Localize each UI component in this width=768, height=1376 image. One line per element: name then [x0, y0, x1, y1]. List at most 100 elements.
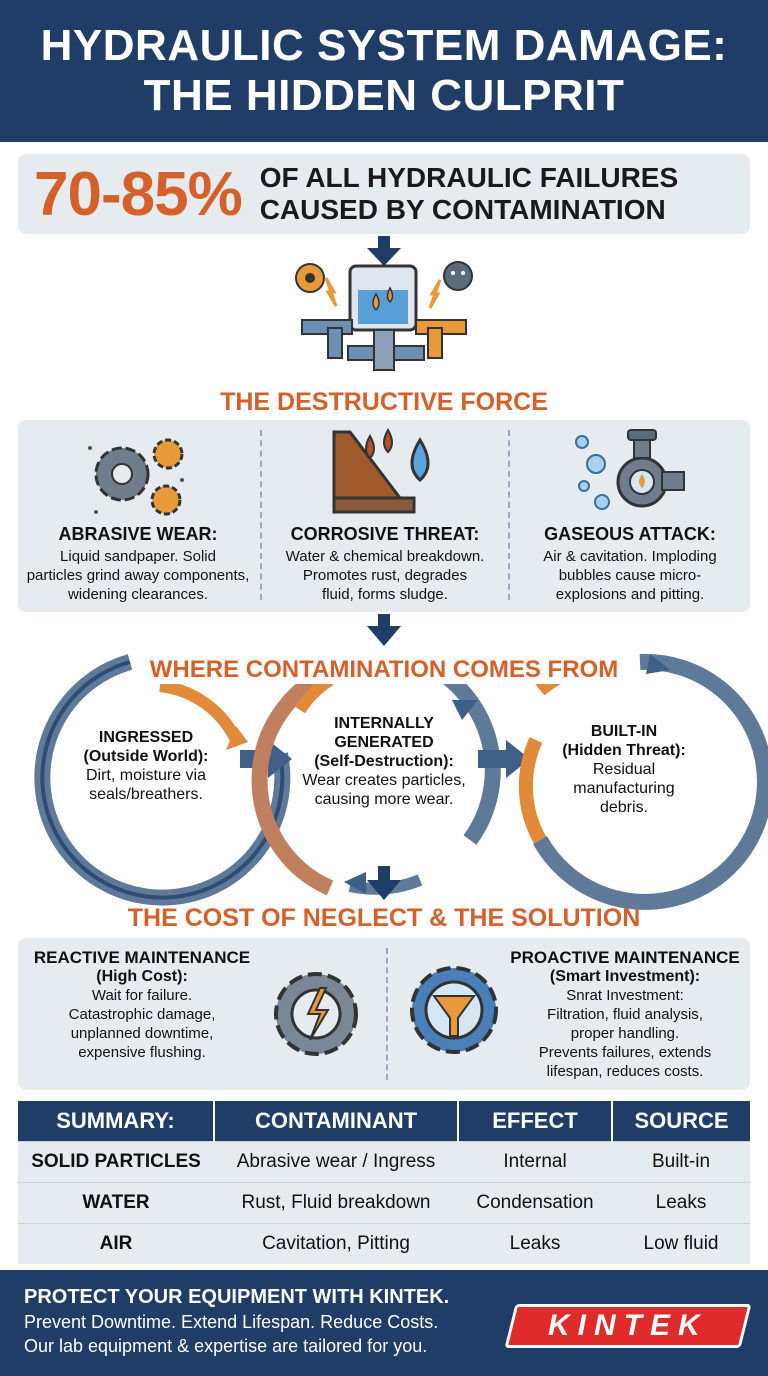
- destructive-panel: ABRASIVE WEAR: Liquid sandpaper. Solid p…: [18, 420, 750, 612]
- corrosive-threat-card: CORROSIVE THREAT: Water & chemical break…: [262, 420, 508, 610]
- divider: [508, 430, 510, 600]
- force-desc: Water & chemical breakdown. Promotes rus…: [262, 547, 508, 604]
- contamination-cycle-diagram: [34, 653, 768, 910]
- rusty-metal-icon: [332, 427, 430, 514]
- ingressed-text: INGRESSED (Outside World): Dirt, moistur…: [66, 728, 226, 804]
- table-cell: Abrasive wear / Ingress: [214, 1140, 458, 1182]
- cycle-line: debris.: [599, 799, 649, 816]
- footer-tagline: Prevent Downtime. Extend Lifespan. Reduc…: [24, 1312, 439, 1332]
- cycle-subheading: (Hidden Threat):: [562, 742, 686, 759]
- cycle-line: seals/breathers.: [89, 786, 203, 803]
- destructive-title: THE DESTRUCTIVE FORCE: [220, 388, 548, 416]
- gaseous-attack-card: GASEOUS ATTACK: Air & cavitation. Implod…: [510, 420, 750, 610]
- table-cell: Internal: [458, 1140, 612, 1182]
- force-desc: Liquid sandpaper. Solid particles grind …: [18, 547, 258, 604]
- stat-banner: 70-85% OF ALL HYDRAULIC FAILURES CAUSED …: [18, 154, 750, 234]
- cost-panel: REACTIVE MAINTENANCE (High Cost): Wait f…: [18, 938, 750, 1090]
- force-desc-line: bubbles cause micro-: [558, 567, 702, 584]
- proactive-line: proper handling.: [570, 1025, 680, 1042]
- cycle-heading: GENERATED: [334, 734, 434, 751]
- reactive-subheading: (High Cost):: [96, 968, 188, 985]
- table-header: SOURCE: [612, 1101, 750, 1141]
- stat-line2: CAUSED BY CONTAMINATION: [259, 194, 666, 225]
- page-header: HYDRAULIC SYSTEM DAMAGE: THE HIDDEN CULP…: [0, 0, 768, 142]
- proactive-line: lifespan, reduces costs.: [546, 1063, 704, 1080]
- sources-title: WHERE CONTAMINATION COMES FROM: [140, 656, 628, 684]
- summary-table: SUMMARY: CONTAMINANT EFFECT SOURCE SOLID…: [18, 1101, 750, 1264]
- cycle-line: manufacturing: [573, 780, 675, 797]
- table-cell: WATER: [18, 1181, 214, 1223]
- force-desc-line: Air & cavitation. Imploding: [543, 548, 717, 565]
- table-cell: Rust, Fluid breakdown: [214, 1181, 458, 1223]
- force-desc-line: widening clearances.: [67, 586, 209, 603]
- table-cell: Condensation: [458, 1181, 612, 1223]
- arrow-down-icon: [367, 614, 401, 646]
- arrow-down-icon: [367, 866, 401, 900]
- proactive-line: Prevents failures, extends: [538, 1044, 712, 1061]
- table-row: SOLID PARTICLES Abrasive wear / Ingress …: [18, 1140, 750, 1182]
- stat-percent: 70-85%: [34, 159, 243, 229]
- force-desc-line: fluid, forms sludge.: [322, 586, 448, 603]
- stat-text: OF ALL HYDRAULIC FAILURES CAUSED BY CONT…: [260, 162, 678, 226]
- reactive-line: unplanned downtime,: [70, 1025, 214, 1042]
- cycle-line: Dirt, moisture via: [85, 767, 207, 784]
- built-in-text: BUILT-IN (Hidden Threat): Residual manuf…: [546, 722, 702, 817]
- stat-line1: OF ALL HYDRAULIC FAILURES: [259, 162, 679, 193]
- reactive-line: expensive flushing.: [78, 1044, 206, 1061]
- table-header: SUMMARY:: [18, 1101, 215, 1141]
- footer: PROTECT YOUR EQUIPMENT WITH KINTEK. Prev…: [0, 1270, 768, 1376]
- table-cell: Low fluid: [612, 1222, 750, 1264]
- bubbles-pump-icon: [575, 429, 685, 510]
- kintek-logo[interactable]: KINTEK: [504, 1304, 752, 1348]
- cycle-subheading: (Self-Destruction):: [314, 753, 454, 770]
- force-desc-line: explosions and pitting.: [555, 586, 705, 603]
- table-cell: SOLID PARTICLES: [18, 1140, 214, 1182]
- force-desc-line: Water & chemical breakdown.: [285, 548, 485, 565]
- broken-gear-icon: [274, 972, 358, 1056]
- divider: [260, 430, 262, 600]
- table-row: AIR Cavitation, Pitting Leaks Low fluid: [18, 1222, 750, 1264]
- reactive-maintenance: REACTIVE MAINTENANCE (High Cost): Wait f…: [22, 948, 262, 1062]
- page-title-line2: THE HIDDEN CULPRIT: [143, 71, 625, 120]
- table-row: WATER Rust, Fluid breakdown Condensation…: [18, 1181, 750, 1223]
- cycle-heading: INTERNALLY: [334, 715, 434, 732]
- force-title: ABRASIVE WEAR:: [58, 524, 218, 544]
- cycle-line: Residual: [592, 761, 656, 778]
- force-desc-line: Promotes rust, degrades: [302, 567, 468, 584]
- table-cell: Leaks: [612, 1181, 750, 1223]
- force-title: GASEOUS ATTACK:: [544, 524, 716, 544]
- cycle-heading: BUILT-IN: [590, 723, 658, 740]
- arrow-down-icon: [367, 236, 401, 266]
- cost-title: THE COST OF NEGLECT & THE SOLUTION: [127, 904, 641, 932]
- reactive-line: Catastrophic damage,: [68, 1006, 216, 1023]
- internally-generated-text: INTERNALLY GENERATED (Self-Destruction):…: [296, 714, 472, 809]
- table-header: CONTAMINANT: [214, 1101, 459, 1141]
- table-cell: AIR: [18, 1222, 214, 1264]
- table-cell: Leaks: [458, 1222, 612, 1264]
- gears-icon: [88, 438, 184, 516]
- table-cell: Built-in: [612, 1140, 750, 1182]
- proactive-maintenance: PROACTIVE MAINTENANCE (Smart Investment)…: [502, 948, 748, 1081]
- cycle-line: Wear creates particles,: [302, 772, 466, 789]
- force-desc-line: particles grind away components,: [26, 567, 250, 584]
- logo-text: KINTEK: [548, 1309, 708, 1342]
- proactive-line: Snrat Investment:: [566, 987, 684, 1004]
- footer-subtext: Our lab equipment & expertise are tailor…: [24, 1336, 428, 1356]
- table-cell: Cavitation, Pitting: [214, 1222, 458, 1264]
- reactive-line: Wait for failure.: [91, 987, 193, 1004]
- force-desc: Air & cavitation. Imploding bubbles caus…: [510, 547, 750, 604]
- divider: [386, 948, 388, 1080]
- table-header: EFFECT: [458, 1101, 613, 1141]
- abrasive-wear-card: ABRASIVE WEAR: Liquid sandpaper. Solid p…: [18, 420, 258, 610]
- force-title: CORROSIVE THREAT:: [290, 524, 480, 544]
- force-desc-line: Liquid sandpaper. Solid: [60, 548, 216, 565]
- cycle-heading: INGRESSED: [98, 729, 194, 746]
- proactive-subheading: (Smart Investment):: [549, 968, 701, 985]
- filter-gear-icon: [410, 966, 498, 1054]
- page-title-line1: HYDRAULIC SYSTEM DAMAGE:: [40, 21, 728, 70]
- footer-headline: PROTECT YOUR EQUIPMENT WITH KINTEK.: [24, 1286, 450, 1308]
- contaminated-pump-icon: [295, 261, 473, 371]
- proactive-heading: PROACTIVE MAINTENANCE: [510, 948, 740, 967]
- cycle-line: causing more wear.: [314, 791, 454, 808]
- reactive-heading: REACTIVE MAINTENANCE: [33, 948, 251, 967]
